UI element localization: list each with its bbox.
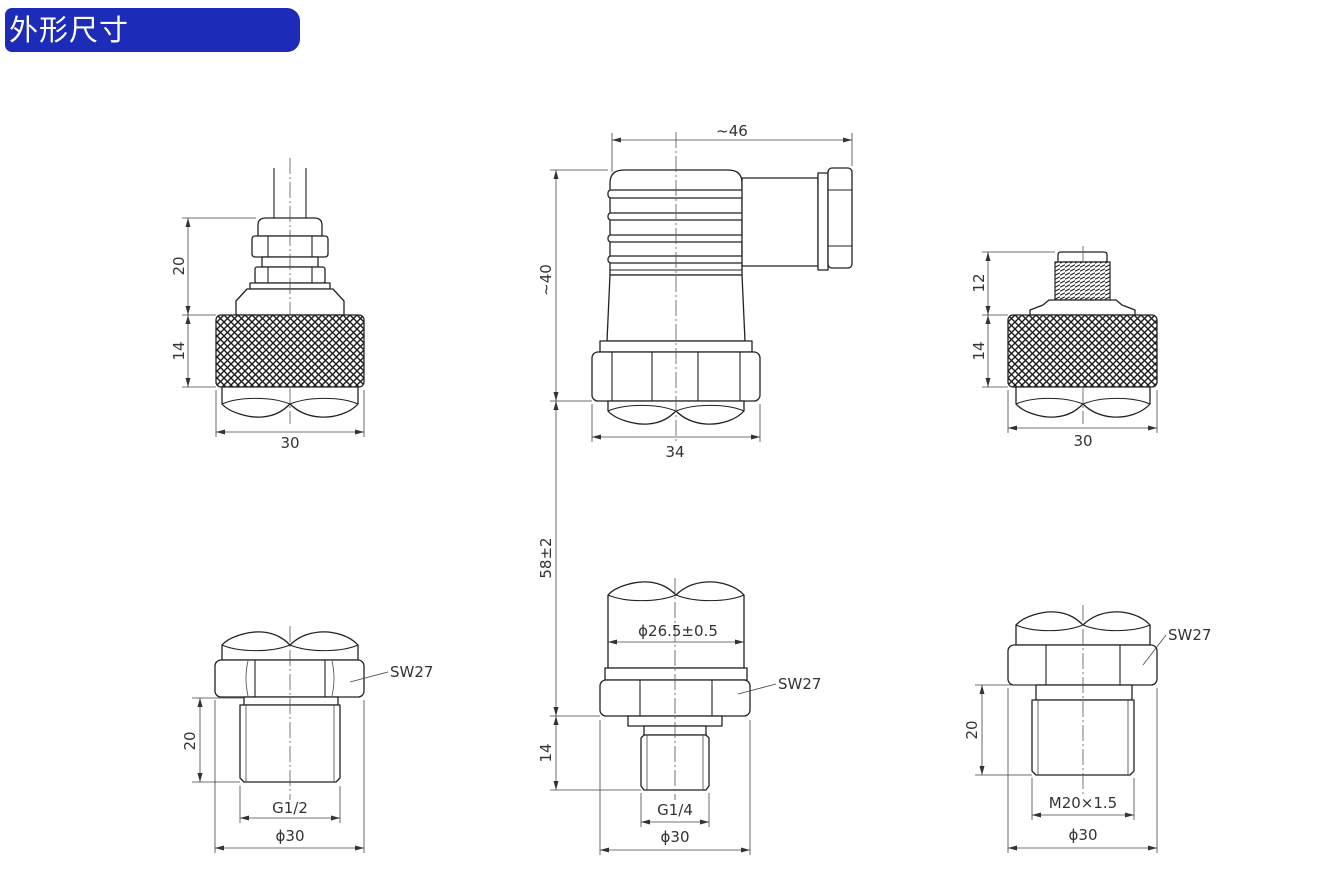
dimension-label: 20 (170, 256, 188, 275)
dimension-connector-height: ~40 (537, 169, 608, 402)
break-line (607, 594, 745, 602)
dimension-label: M20×1.5 (1049, 794, 1117, 812)
dimension-body-diameter: ϕ26.5±0.5 (608, 622, 744, 645)
dimension-label: ~46 (716, 122, 748, 140)
view-cable-gland: 20 14 30 (170, 158, 365, 452)
dimension-nut-width: 34 (591, 404, 761, 461)
leader-line (1142, 634, 1167, 666)
wrench-hex-faces (639, 680, 713, 716)
thread-root-lines (245, 705, 335, 782)
dimension-diameter: ϕ30 (1007, 688, 1158, 853)
m12-connector-cap (1057, 251, 1108, 263)
dimension-label: ~40 (537, 264, 555, 296)
dimension-label: ϕ30 (276, 827, 305, 845)
dimension-thread-length: 14 (537, 716, 641, 791)
extension-lines (215, 390, 365, 437)
view-g12-process-connection: SW27 20 G1/2 ϕ30 (181, 626, 433, 853)
dimension-diameter: ϕ30 (214, 700, 365, 853)
extension-lines (1007, 688, 1158, 853)
housing-hex-nut-faces (611, 352, 741, 401)
wrench-hex-faces (1045, 645, 1121, 685)
extension-lines (975, 684, 1036, 776)
dimension-knurl-height: 14 (170, 315, 216, 388)
cable-outlet-flange (817, 172, 829, 271)
gland-hex-nut-faces (267, 236, 313, 257)
dimension-diameter: ϕ30 (599, 720, 751, 855)
dimension-label: 20 (181, 731, 199, 750)
wrench-hex-chamfers (245, 660, 335, 697)
dimension-label: 14 (537, 743, 555, 762)
dimension-label: G1/2 (272, 799, 308, 817)
extension-lines (599, 720, 751, 855)
cable (273, 168, 307, 218)
thread-body (640, 734, 710, 791)
wrench-size-label: SW27 (778, 675, 821, 693)
dimension-label: ϕ30 (661, 828, 690, 846)
wrench-size-callout: SW27 (349, 663, 433, 683)
view-din-connector: ~46 ~40 58±2 34 (537, 122, 853, 717)
dimension-housing-width: 30 (215, 390, 365, 452)
knurled-housing (215, 314, 365, 388)
wrench-hex (214, 659, 365, 698)
wrench-hex-faces (254, 660, 326, 697)
dimension-housing-width: 30 (1007, 390, 1158, 450)
dimension-thread-size: G1/2 (239, 786, 341, 823)
dimension-total-length: 58±2 (537, 401, 600, 717)
knurled-housing (1007, 314, 1158, 388)
dimension-thread-length: 20 (181, 697, 244, 783)
m12-thread (1054, 261, 1111, 301)
section-title: 外形尺寸 (9, 13, 130, 47)
cable-outlet-nut-faces (828, 189, 852, 247)
dimension-thread-size: G1/4 (640, 793, 710, 827)
view-g14-process-connection: ϕ26.5±0.5 SW27 14 G1/4 ϕ30 (537, 578, 821, 855)
dimension-label: 14 (170, 341, 188, 360)
dimension-label: 20 (963, 720, 981, 739)
dimension-label: 14 (970, 341, 988, 360)
break-line (221, 397, 359, 405)
dimension-label: 30 (1073, 432, 1092, 450)
dimension-connector-width: ~46 (611, 122, 853, 172)
wrench-size-callout: SW27 (737, 675, 821, 695)
dimension-knurl-height: 14 (970, 315, 1008, 388)
dimension-label: 30 (280, 434, 299, 452)
housing-collar (604, 667, 748, 681)
thread-body (239, 704, 341, 783)
dimension-thread-length: 20 (963, 684, 1036, 776)
wrench-size-callout: SW27 (1142, 626, 1211, 666)
dimension-label: 58±2 (537, 537, 555, 578)
extension-lines (214, 700, 365, 853)
dimension-label: G1/4 (657, 801, 693, 819)
thread-root-lines (1037, 700, 1129, 775)
view-m12-connector: 12 14 30 (970, 246, 1158, 450)
gland-lower-nut-faces (267, 267, 313, 283)
thread-root-lines (646, 735, 704, 790)
dimension-label: ϕ30 (1069, 826, 1098, 844)
section-header: 外形尺寸 (5, 8, 300, 52)
dimension-thread-size: M20×1.5 (1031, 778, 1135, 820)
wrench-size-label: SW27 (390, 663, 433, 681)
view-m20-process-connection: SW27 20 M20×1.5 ϕ30 (963, 605, 1211, 853)
thread-undercut (1035, 684, 1133, 701)
dimension-label: 12 (970, 273, 988, 292)
wrench-size-label: SW27 (1168, 626, 1211, 644)
thread-undercut (243, 696, 339, 706)
connector-shoulder (1029, 299, 1136, 316)
dimension-label: ϕ26.5±0.5 (638, 622, 718, 640)
dimension-connector-height: 12 (970, 251, 1055, 316)
cable-outlet (741, 177, 819, 267)
leader-line (737, 683, 777, 695)
break-line (1015, 397, 1151, 405)
cable-outlet-nut (827, 167, 853, 269)
dimension-label: 34 (665, 443, 684, 461)
leader-line (349, 671, 389, 683)
wrench-hex (1007, 644, 1158, 686)
